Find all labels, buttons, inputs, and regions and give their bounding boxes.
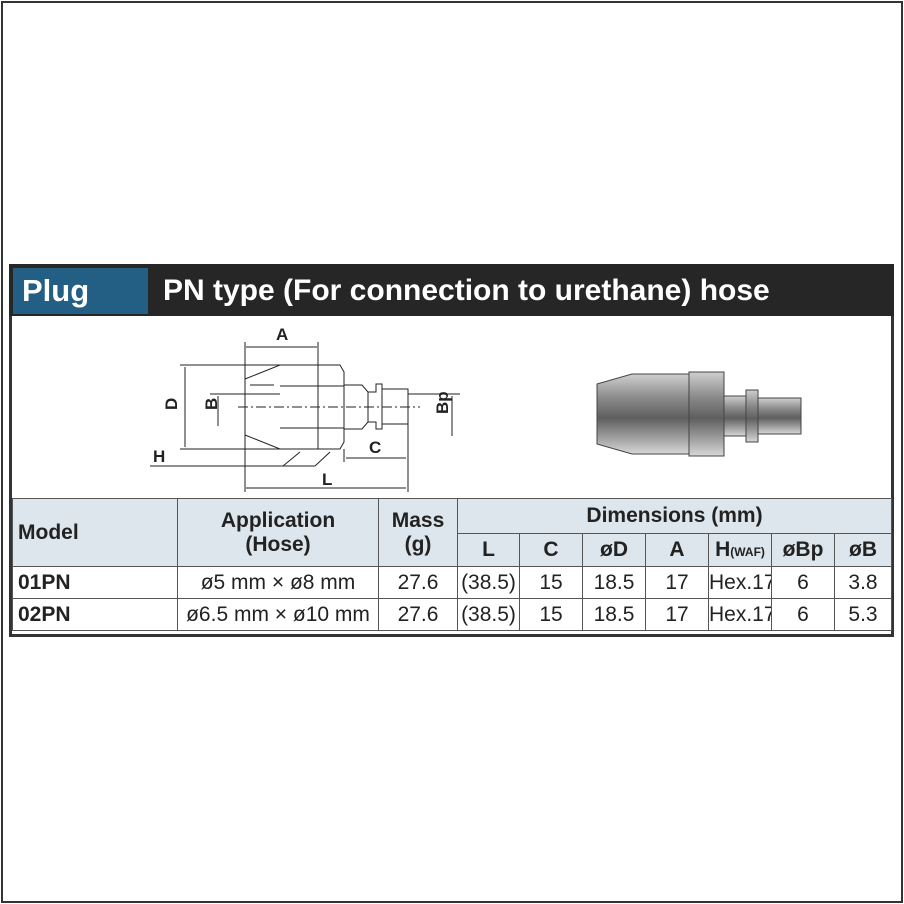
header-D: øD bbox=[582, 533, 646, 567]
cell-application: ø6.5 mm × ø10 mm bbox=[177, 598, 379, 631]
header-application-line1: Application bbox=[220, 508, 336, 532]
header-dimensions: Dimensions (mm) bbox=[456, 498, 893, 534]
label-C: C bbox=[369, 438, 381, 457]
header-Bp: øBp bbox=[771, 533, 835, 567]
label-D: D bbox=[162, 398, 181, 410]
section-header: Plug PN type (For connection to urethane… bbox=[9, 264, 894, 316]
content-panel: A D B H C L Bp bbox=[9, 316, 894, 637]
header-application: Application (Hose) bbox=[177, 498, 379, 567]
product-card: Plug PN type (For connection to urethane… bbox=[9, 264, 894, 637]
cell-A: 17 bbox=[645, 598, 709, 631]
product-photo bbox=[596, 371, 802, 457]
header-C: C bbox=[519, 533, 583, 567]
table-row: 01PN ø5 mm × ø8 mm 27.6 (38.5) 15 18.5 1… bbox=[12, 566, 893, 599]
cell-Bp: 6 bbox=[771, 598, 835, 631]
header-mass: Mass (g) bbox=[378, 498, 458, 567]
header-model: Model bbox=[12, 498, 178, 567]
header-H-sub: (WAF) bbox=[730, 545, 765, 559]
cell-mass: 27.6 bbox=[378, 598, 458, 631]
header-mass-line2: (g) bbox=[404, 532, 432, 556]
cell-C: 15 bbox=[519, 566, 583, 599]
cell-H: Hex.17 bbox=[708, 598, 772, 631]
spec-table: Model Application (Hose) Mass (g) Dimens… bbox=[12, 498, 893, 631]
label-L: L bbox=[322, 470, 332, 489]
header-H-label: H bbox=[715, 538, 731, 561]
label-B: B bbox=[202, 398, 221, 410]
cell-mass: 27.6 bbox=[378, 566, 458, 599]
cell-application: ø5 mm × ø8 mm bbox=[177, 566, 379, 599]
header-mass-line1: Mass bbox=[391, 508, 445, 532]
cell-model: 01PN bbox=[12, 566, 178, 599]
header-B: øB bbox=[833, 533, 893, 567]
cell-Bp: 6 bbox=[771, 566, 835, 599]
cell-A: 17 bbox=[645, 566, 709, 599]
table-row: 02PN ø6.5 mm × ø10 mm 27.6 (38.5) 15 18.… bbox=[12, 598, 893, 631]
cell-B: 5.3 bbox=[833, 598, 893, 631]
cell-B: 3.8 bbox=[833, 566, 893, 599]
header-L: L bbox=[457, 533, 520, 567]
cell-H: Hex.17 bbox=[708, 566, 772, 599]
cell-L: (38.5) bbox=[457, 598, 520, 631]
label-A: A bbox=[276, 325, 288, 344]
cell-D: 18.5 bbox=[582, 566, 646, 599]
cell-L: (38.5) bbox=[457, 566, 520, 599]
cell-model: 02PN bbox=[12, 598, 178, 631]
label-Bp: Bp bbox=[433, 391, 452, 414]
category-badge: Plug bbox=[13, 268, 148, 314]
header-H: H(WAF) bbox=[708, 533, 772, 567]
cell-D: 18.5 bbox=[582, 598, 646, 631]
cell-C: 15 bbox=[519, 598, 583, 631]
dimension-drawing: A D B H C L Bp bbox=[150, 325, 460, 492]
header-application-line2: (Hose) bbox=[245, 532, 311, 556]
header-A: A bbox=[645, 533, 709, 567]
label-H: H bbox=[153, 447, 165, 466]
section-title: PN type (For connection to urethane) hos… bbox=[163, 274, 770, 307]
